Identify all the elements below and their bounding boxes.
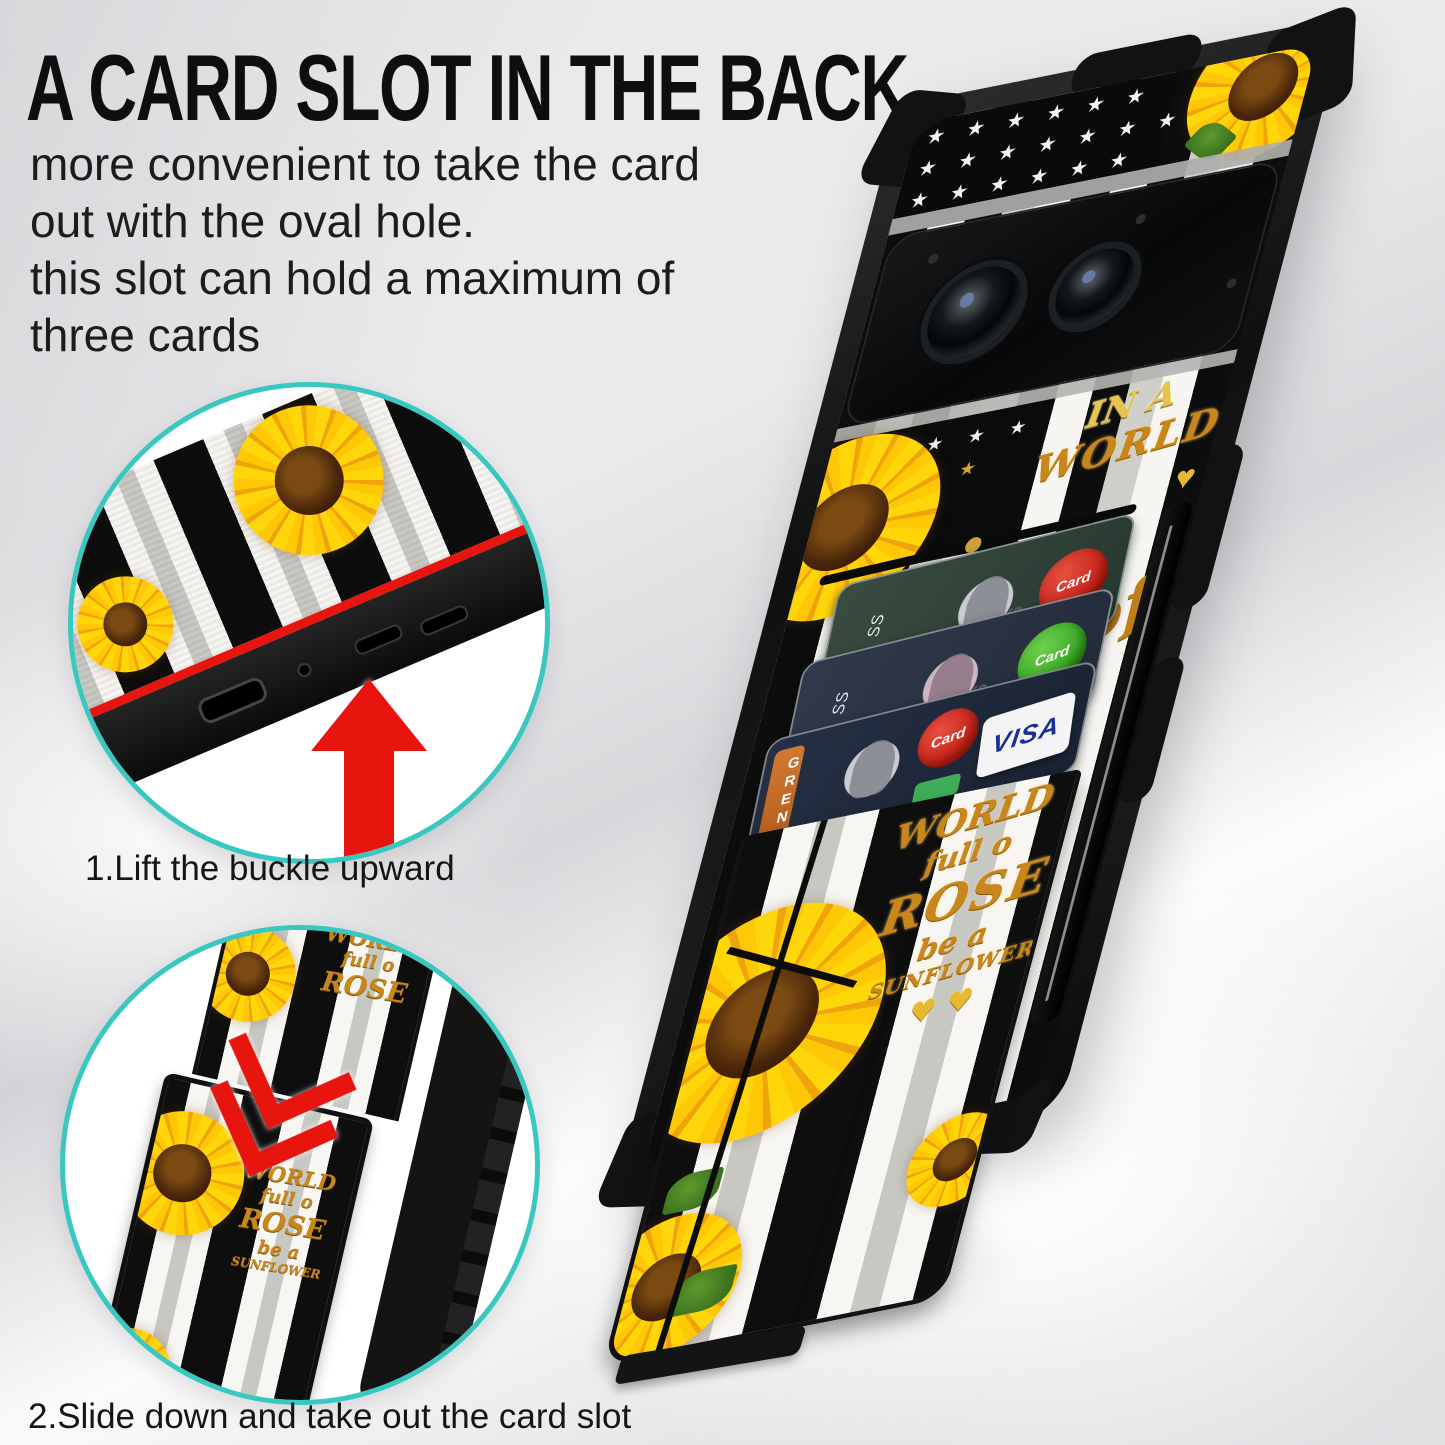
visa-logo: VISA	[975, 690, 1077, 780]
step2-detail-circle: WORLD full o ROSE WORLD full o ROSE be a…	[60, 925, 540, 1405]
card-side-text: SS	[863, 611, 889, 640]
mic-hole-icon	[295, 660, 314, 680]
sunflower-quote: WORLD full o ROSE	[319, 925, 420, 1010]
badge-label: Card	[1034, 641, 1070, 671]
camera-flash-icon	[1157, 227, 1218, 296]
sunflower-graphic	[78, 1319, 179, 1400]
step1-label: 1.Lift the buckle upward	[85, 849, 455, 888]
camera-lens-icon	[1046, 241, 1144, 333]
description-line: three cards	[30, 309, 261, 361]
description-line: out with the oval hole.	[30, 195, 475, 247]
description: more convenient to take the card out wit…	[30, 136, 700, 364]
sunflower-quote: WORLD full o ROSE be a SUNFLOWER	[230, 1156, 338, 1282]
card-side-text: SS	[827, 689, 854, 717]
red-up-arrow-icon	[305, 679, 433, 859]
step1-detail-circle	[68, 382, 550, 864]
camera-mic-dot	[1225, 277, 1238, 290]
sunflower-graphic	[210, 387, 407, 579]
camera-mic-dot	[927, 252, 940, 265]
slid-phone-closeup: WORLD full o ROSE WORLD full o ROSE be a…	[65, 925, 535, 1400]
sunflower-graphic	[73, 561, 189, 688]
speaker-slot-icon	[352, 622, 405, 657]
usb-port-icon	[195, 674, 270, 727]
camera-mic-dot	[1134, 213, 1147, 225]
description-line: more convenient to take the card	[30, 138, 700, 190]
page-title: A CARD SLOT IN THE BACK	[26, 35, 909, 140]
camera-lens-icon	[917, 258, 1031, 366]
description-line: this slot can hold a maximum of	[30, 252, 675, 304]
step2-label: 2.Slide down and take out the card slot	[28, 1397, 632, 1436]
speaker-slot-icon	[418, 603, 471, 638]
heart-icon: ♥	[1170, 457, 1200, 499]
badge-label: Card	[1055, 567, 1092, 597]
badge-label: Card	[930, 723, 967, 753]
